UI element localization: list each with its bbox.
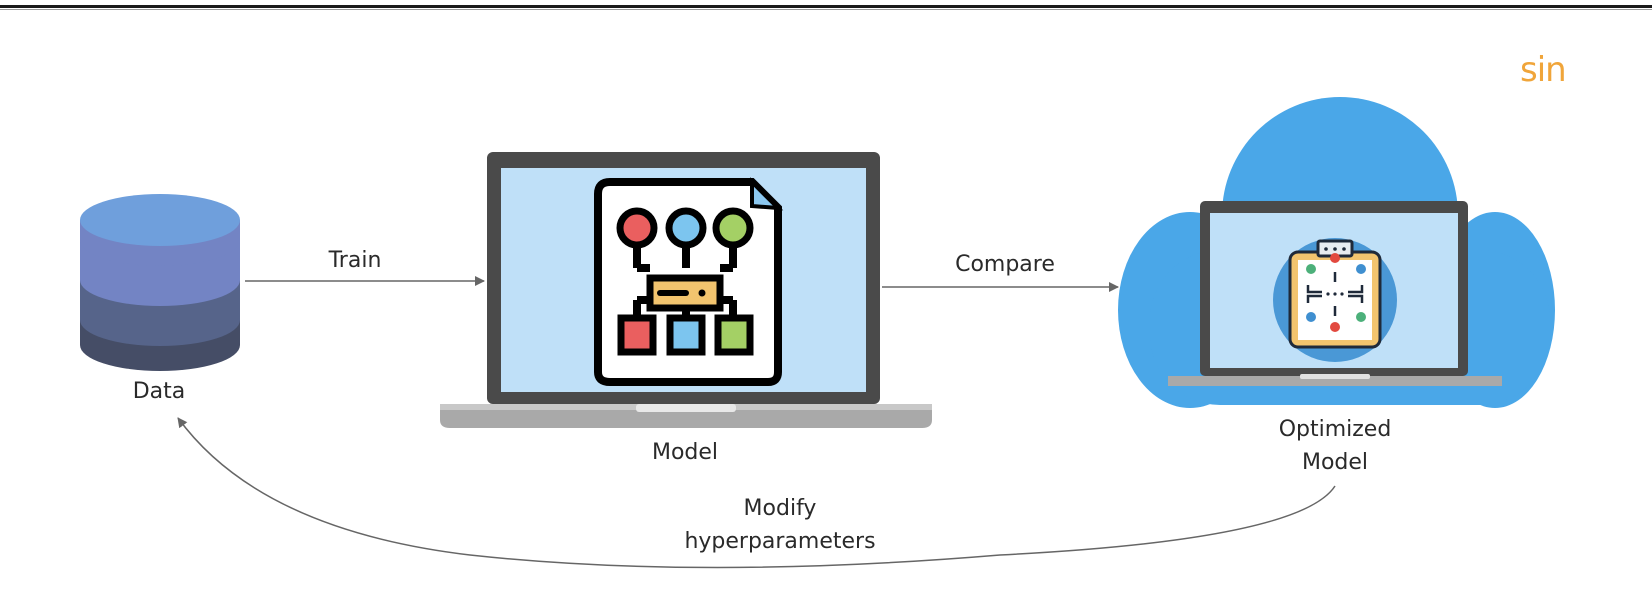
- optimized-label-line1: Optimized: [1278, 417, 1392, 442]
- cloud-laptop-clipboard-icon: [1118, 97, 1555, 408]
- train-label: Train: [328, 248, 382, 273]
- modify-label-line1: Modify: [743, 496, 817, 521]
- compare-label: Compare: [955, 252, 1055, 277]
- data-label: Data: [132, 379, 186, 404]
- brand-logo-text: sin: [1520, 50, 1567, 90]
- database-icon: [80, 194, 240, 371]
- modify-label-line2: hyperparameters: [684, 529, 876, 554]
- laptop-model-icon: [440, 152, 932, 428]
- top-border-shadow: [0, 9, 1652, 10]
- model-label: Model: [651, 440, 719, 465]
- top-border: [0, 5, 1652, 8]
- optimized-label-line2: Model: [1301, 450, 1369, 475]
- modify-feedback-arrow: [177, 417, 1336, 569]
